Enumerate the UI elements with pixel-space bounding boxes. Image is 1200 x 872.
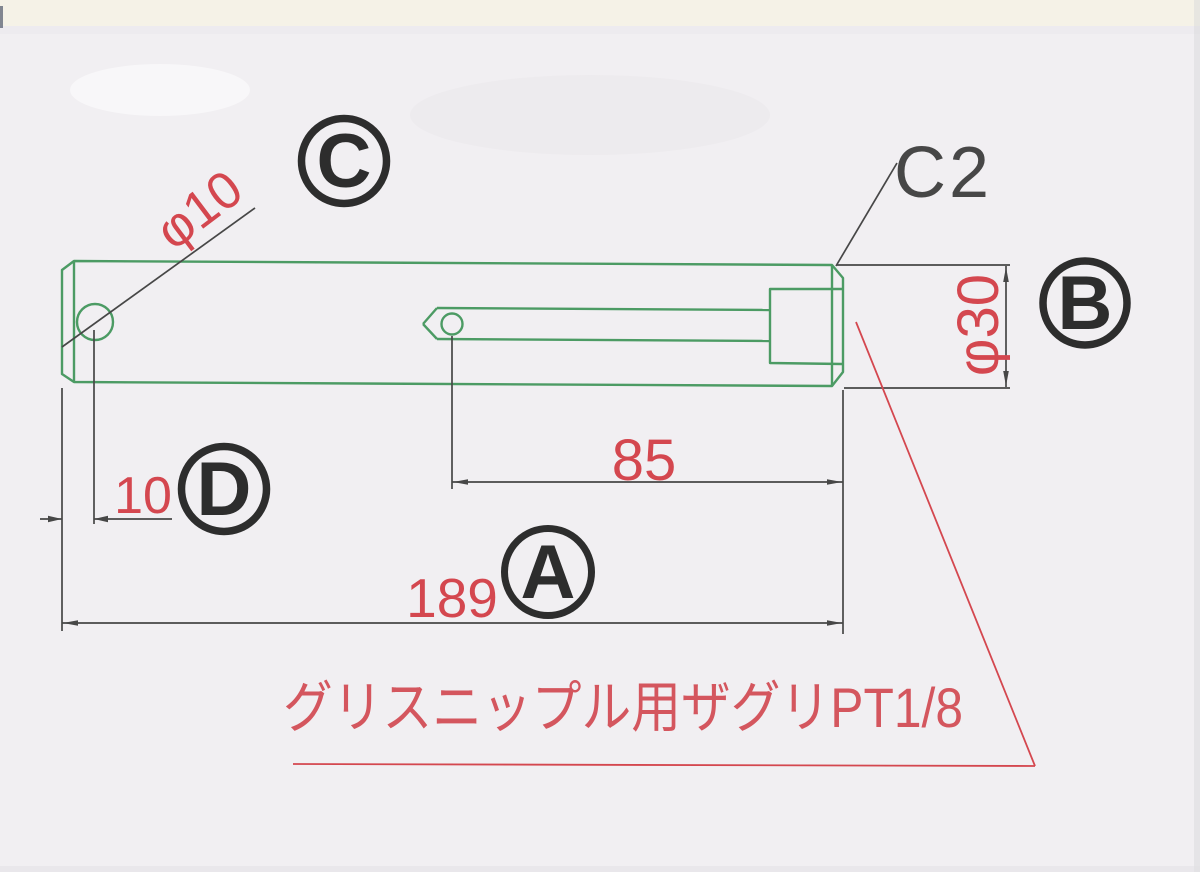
label-phi30: φ30 [946,274,1011,376]
arrow-phi30-top [1003,267,1009,282]
scan-smudge [410,75,770,155]
note-leader-diagonal [855,321,1036,767]
grease-outlet-hole [440,312,464,336]
scan-right-shadow [1194,0,1200,872]
drill-point [422,307,438,340]
arrow-85-left [453,479,468,485]
balloon-c-letter: C [317,119,372,204]
label-189: 189 [406,567,498,629]
arrow-85-right [827,479,842,485]
balloon-c-ring [297,114,391,208]
nipple-counterbore [768,287,843,366]
grease-nipple-note: グリスニップル用ザグリPT1/8 [283,676,963,739]
arrow-10-right [94,515,108,523]
scan-highlight [70,64,250,116]
label-c2: C2 [894,133,992,213]
label-85: 85 [612,428,677,493]
cross-hole [75,302,115,342]
arrow-phi30-bottom [1003,371,1009,386]
balloons-group: C B D A [177,114,1131,619]
part-geometry-group [60,259,845,388]
grease-bore-top-line [436,306,771,312]
balloon-d-ring [177,442,271,536]
scan-band-edge [0,26,1200,34]
balloon-a-ring [501,525,595,619]
balloon-d-letter: D [197,447,252,532]
balloon-b-ring [1039,257,1131,349]
scan-bottom-shadow [0,866,1200,872]
scan-corner-mark [0,6,3,28]
arrow-10-left [48,515,62,523]
arrow-189-right [827,620,842,626]
label-10: 10 [114,467,172,525]
grease-bore-bottom-line [436,337,771,343]
leader-line-c2 [835,162,898,267]
note-underline [292,763,1036,767]
note-leader-group [292,321,1036,767]
leader-line-phi10 [61,207,256,348]
balloon-a-letter: A [521,530,576,615]
scan-top-band [0,0,1200,26]
arrowheads-group [48,267,1009,626]
arrow-189-left [63,620,78,626]
balloon-b-letter: B [1058,261,1113,346]
